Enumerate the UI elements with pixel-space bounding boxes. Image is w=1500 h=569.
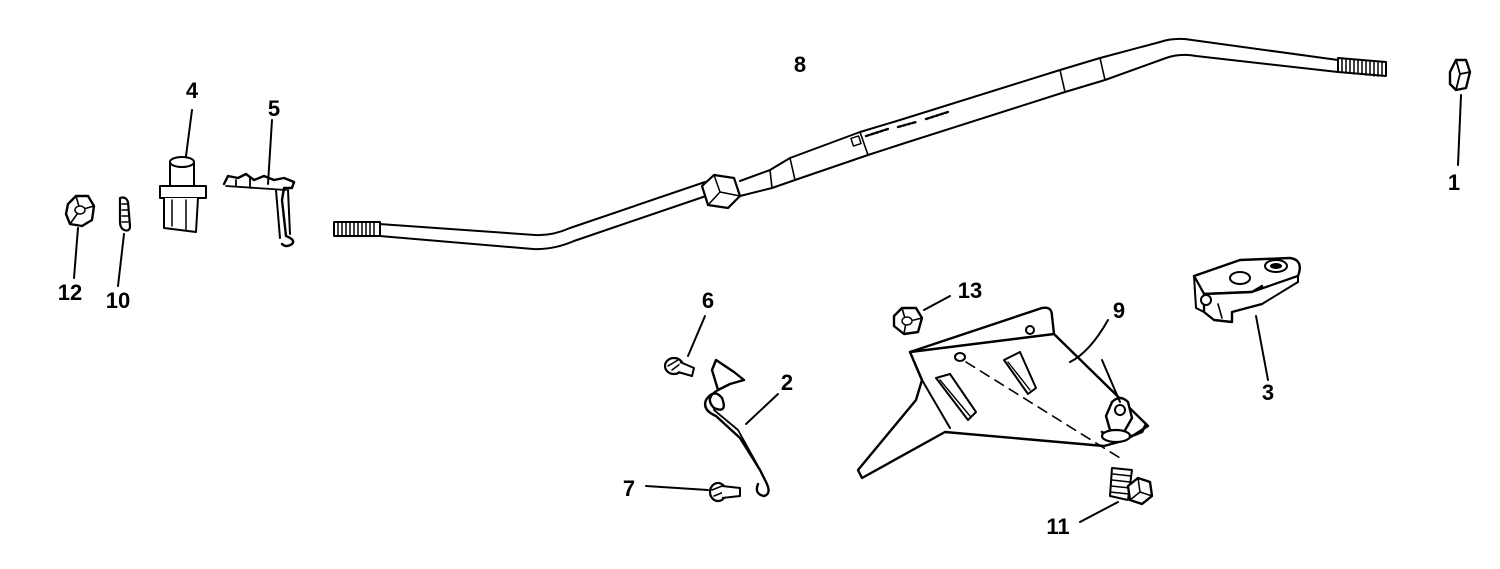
part-12-nut xyxy=(64,194,96,279)
label-part-1: 1 xyxy=(1448,170,1460,195)
part-5-clip xyxy=(222,119,296,248)
part-3-swivel-block xyxy=(1192,256,1301,381)
rod-hex-coupling xyxy=(700,173,742,210)
part-9-bracket xyxy=(856,306,1150,480)
part-6-screw xyxy=(663,315,706,377)
label-part-7: 7 xyxy=(623,476,635,501)
rod-sleeve-marking xyxy=(850,110,950,147)
label-part-2: 2 xyxy=(781,370,793,395)
part-10-washer xyxy=(117,196,132,287)
label-part-10: 10 xyxy=(106,288,130,313)
callout-labels: 1 2 3 4 5 6 7 8 9 10 11 12 13 xyxy=(58,52,1460,539)
rod-left-thread xyxy=(333,221,381,237)
label-part-6: 6 xyxy=(702,288,714,313)
label-part-12: 12 xyxy=(58,280,82,305)
part-8-shift-rod xyxy=(333,37,1387,251)
part-7-screw xyxy=(645,481,741,503)
label-part-5: 5 xyxy=(268,96,280,121)
part-13-nut xyxy=(892,295,951,336)
label-part-11: 11 xyxy=(1046,514,1069,539)
label-part-4: 4 xyxy=(186,78,199,103)
label-part-9: 9 xyxy=(1113,298,1125,323)
part-4-pivot-stud xyxy=(159,109,207,233)
label-part-8: 8 xyxy=(794,52,806,77)
label-part-3: 3 xyxy=(1262,380,1274,405)
part-11-bolt xyxy=(1079,467,1154,523)
part-1-nut xyxy=(1448,58,1472,166)
part-2-spring-clip xyxy=(703,358,779,498)
label-part-13: 13 xyxy=(958,278,982,303)
rod-right-thread xyxy=(1337,57,1387,77)
